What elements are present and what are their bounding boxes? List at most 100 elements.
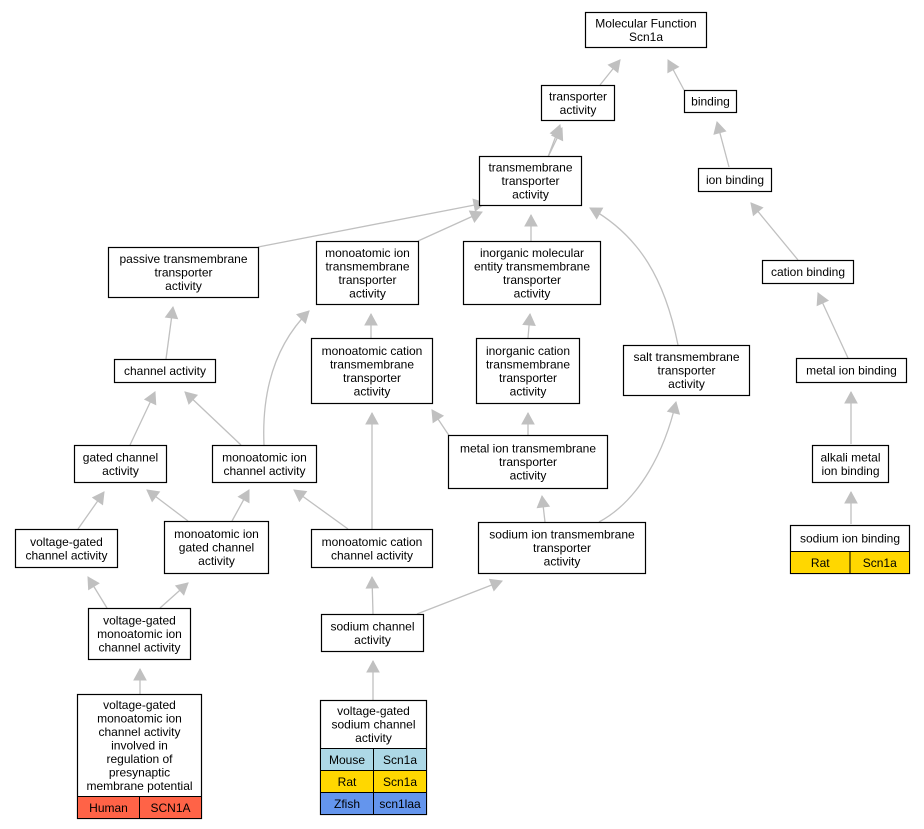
- edge-icta-to-imetta: [522, 312, 536, 339]
- species-cell[interactable]: Zfish: [320, 792, 374, 815]
- edge-migc-to-mich: [231, 489, 250, 522]
- term-label-line: channel activity: [25, 548, 107, 562]
- cell-background: [849, 551, 910, 574]
- term-label-line: activity: [544, 555, 581, 569]
- gene-symbol-cell[interactable]: Scn1a: [849, 551, 910, 574]
- species-cell[interactable]: Rat: [320, 770, 374, 793]
- term-label-line: activity: [198, 554, 235, 568]
- term-label-line: monoatomic ion: [325, 246, 410, 260]
- term-label-line: Scn1a: [629, 30, 663, 44]
- term-label-line: monoatomic ion: [97, 712, 182, 726]
- term-label-line: monoatomic ion: [174, 527, 259, 541]
- term-node-metta[interactable]: metal ion transmembranetransporteractivi…: [447, 434, 609, 490]
- term-node-chan[interactable]: channel activity: [113, 358, 217, 384]
- gene-symbol-cell[interactable]: Scn1a: [373, 770, 427, 793]
- term-label-line: activity: [512, 188, 549, 202]
- edge-line: [263, 310, 310, 446]
- term-label-line: activity: [349, 286, 386, 300]
- species-cell[interactable]: Rat: [790, 551, 851, 574]
- gene-symbol-cell[interactable]: scn1laa: [373, 792, 427, 815]
- term-label-line: activity: [510, 469, 547, 483]
- species-label: Mouse: [329, 753, 365, 767]
- term-label-line: sodium ion binding: [800, 532, 900, 546]
- arrowhead-icon: [365, 575, 380, 589]
- edge-vgmic-to-migc: [159, 582, 189, 609]
- edge-line: [257, 202, 486, 248]
- term-label-line: ion binding: [706, 173, 764, 187]
- arrowhead-icon: [524, 213, 538, 227]
- term-box: [447, 434, 609, 490]
- species-cell[interactable]: Human: [77, 796, 140, 819]
- gene-symbol-cell[interactable]: SCN1A: [139, 796, 202, 819]
- term-label-line: binding: [691, 95, 730, 109]
- edge-salt-to-tmta: [589, 207, 679, 346]
- edge-metb-to-catb: [816, 292, 849, 359]
- term-box: [475, 337, 581, 405]
- term-node-catb[interactable]: cation binding: [761, 259, 855, 285]
- term-box: [811, 444, 890, 484]
- arrowhead-icon: [844, 490, 858, 504]
- term-label-line: transmembrane: [486, 357, 570, 371]
- term-label-line: entity transmembrane: [474, 259, 590, 273]
- term-label-line: Molecular Function: [595, 16, 696, 30]
- edge-line: [598, 401, 677, 523]
- term-label-line: transmembrane: [488, 161, 572, 175]
- arrowhead-icon: [468, 210, 483, 223]
- term-box: [320, 613, 425, 653]
- arrowhead-icon: [296, 310, 310, 324]
- arrowhead-icon: [174, 582, 189, 596]
- term-label-line: activity: [514, 286, 551, 300]
- edge-sch-to-mcch: [365, 575, 380, 615]
- term-node-mctta[interactable]: monoatomic cationtransmembranetransporte…: [310, 337, 434, 405]
- term-node-mitta[interactable]: monoatomic iontransmembranetransporterac…: [315, 240, 420, 306]
- edge-sch-to-sita: [416, 578, 503, 615]
- edge-mitta-to-tmta: [417, 210, 483, 242]
- term-label-line: channel activity: [124, 364, 206, 378]
- species-label: Rat: [811, 556, 830, 570]
- term-node-ionb[interactable]: ion binding: [697, 167, 773, 193]
- arrowhead-icon: [844, 390, 858, 404]
- term-label-line: sodium ion transmembrane: [489, 528, 635, 542]
- arrowhead-icon: [550, 127, 564, 142]
- term-label-line: voltage-gated: [30, 535, 103, 549]
- edge-migc-to-gated: [146, 489, 189, 522]
- term-node-sita[interactable]: sodium ion transmembranetransporteractiv…: [477, 521, 647, 575]
- term-box: [87, 607, 192, 661]
- arrowhead-icon: [750, 202, 764, 217]
- arrowhead-icon: [184, 391, 199, 405]
- term-label-line: voltage-gated: [103, 698, 176, 712]
- edge-ta-to-mf: [599, 59, 621, 86]
- term-box: [315, 240, 420, 306]
- term-box: [697, 167, 773, 193]
- arrowhead-icon: [667, 59, 680, 74]
- term-node-bind[interactable]: binding: [683, 89, 738, 114]
- term-node-metb[interactable]: metal ion binding: [795, 357, 908, 384]
- term-box: [107, 246, 260, 299]
- term-label-line: activity: [102, 464, 139, 478]
- arrowhead-icon: [91, 491, 105, 506]
- species-cell[interactable]: Mouse: [320, 748, 374, 771]
- gene-symbol-label: Scn1a: [383, 775, 417, 789]
- edge-sita-to-salt: [598, 400, 681, 523]
- cell-background: [139, 796, 202, 819]
- term-label-line: presynaptic: [109, 766, 170, 780]
- term-node-icta[interactable]: inorganic cationtransmembranetransporter…: [475, 337, 581, 405]
- gene-symbol-cell[interactable]: Scn1a: [373, 748, 427, 771]
